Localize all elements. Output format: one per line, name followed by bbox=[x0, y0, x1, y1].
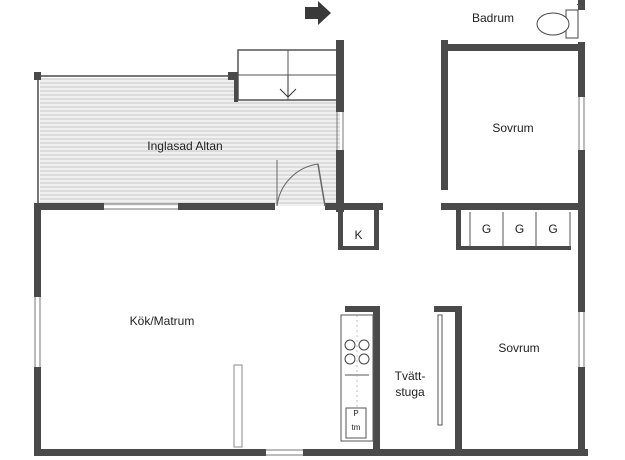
room-label-badrum: Badrum bbox=[471, 11, 515, 25]
room-label-sovrum-lower: Sovrum bbox=[498, 341, 540, 355]
windows bbox=[34, 97, 585, 456]
appliance-label-p: P bbox=[353, 409, 359, 418]
wardrobe-label-2: G bbox=[514, 222, 525, 236]
wardrobe-label-3: G bbox=[548, 222, 558, 236]
stair-arrow-icon bbox=[279, 75, 297, 98]
wardrobe-label-1: G bbox=[481, 222, 492, 236]
stove-icon bbox=[344, 339, 370, 365]
room-label-altan: Inglasad Altan bbox=[147, 139, 223, 153]
toilet-icon bbox=[536, 9, 579, 39]
room-label-sovrum-upper: Sovrum bbox=[492, 121, 534, 135]
walls bbox=[34, 0, 588, 456]
room-label-kok: Kök/Matrum bbox=[129, 314, 195, 328]
appliance-label-tm: tm bbox=[351, 423, 361, 432]
entrance-arrow-icon bbox=[305, 1, 331, 25]
room-label-tvattstuga-1: Tvätt- bbox=[394, 369, 426, 383]
room-label-tvattstuga-2: stuga bbox=[395, 385, 425, 399]
closet-label-k: K bbox=[354, 228, 363, 242]
altan-door bbox=[276, 160, 326, 207]
